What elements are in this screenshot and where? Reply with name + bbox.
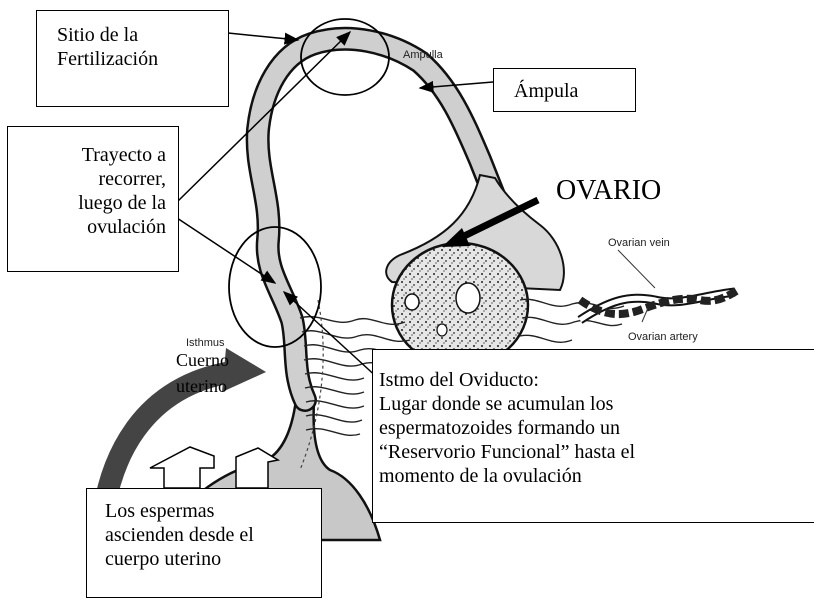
block-arrow-right: [236, 448, 278, 488]
block-arrow-left: [150, 447, 214, 488]
